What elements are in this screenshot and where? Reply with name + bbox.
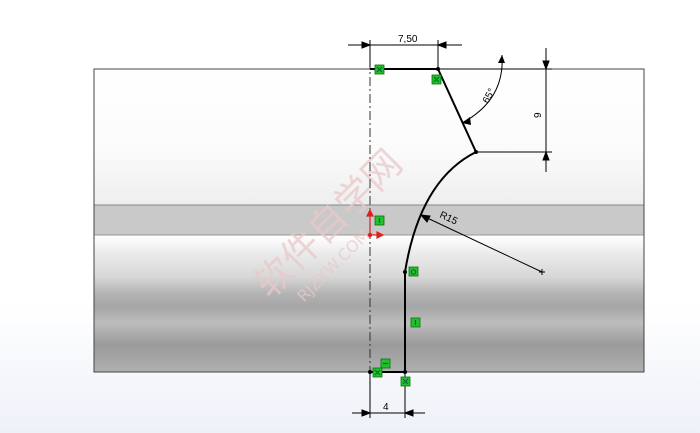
dimension-bottom-width-text[interactable]: 4 (383, 402, 389, 413)
origin-arrow-x (376, 231, 385, 239)
dimension-bottom-width[interactable] (352, 374, 425, 418)
dimension-arrow (419, 214, 431, 223)
dimension-radius[interactable] (419, 214, 545, 275)
dimension-arrow (462, 117, 471, 125)
dimension-arrow (542, 150, 550, 161)
origin-icon[interactable] (366, 208, 385, 239)
part-cylinder-face[interactable] (94, 236, 644, 372)
constraint-icons (372, 64, 442, 387)
sketch-point[interactable] (474, 150, 478, 154)
coincident-icon[interactable] (372, 367, 383, 378)
dimension-top-width[interactable] (348, 40, 462, 67)
dimension-angle[interactable] (437, 54, 505, 129)
dimension-arrow (361, 41, 372, 49)
tangent-icon[interactable] (408, 266, 419, 277)
coincident-icon[interactable] (374, 64, 385, 75)
dimension-height[interactable] (440, 48, 552, 172)
fixed-icon[interactable] (431, 74, 442, 85)
sketch-point[interactable] (403, 270, 407, 274)
sketch-arc-r15[interactable] (404, 151, 477, 273)
origin-point (367, 232, 373, 238)
angle-extension (437, 68, 466, 129)
dimension-arrow (361, 409, 372, 417)
dimension-arrow (542, 60, 550, 71)
dimension-arrow (498, 55, 505, 63)
horizontal-line-icon[interactable] (380, 358, 391, 369)
part-upper-face[interactable] (94, 69, 644, 205)
radius-leader (422, 215, 543, 273)
coincident-icon[interactable] (400, 376, 411, 387)
dimension-height-text[interactable]: 9 (533, 112, 544, 118)
part-middle-band[interactable] (94, 205, 644, 235)
sketch-point[interactable] (368, 370, 372, 374)
dimension-top-width-text[interactable]: 7,50 (398, 34, 418, 45)
origin-arrow-y (366, 208, 374, 217)
dimension-arrow (436, 41, 447, 49)
sketch-point[interactable] (403, 370, 407, 374)
vertical-line-icon[interactable] (410, 317, 421, 328)
vertical-relation-icon[interactable] (374, 215, 385, 226)
dimension-arrow (403, 409, 414, 417)
